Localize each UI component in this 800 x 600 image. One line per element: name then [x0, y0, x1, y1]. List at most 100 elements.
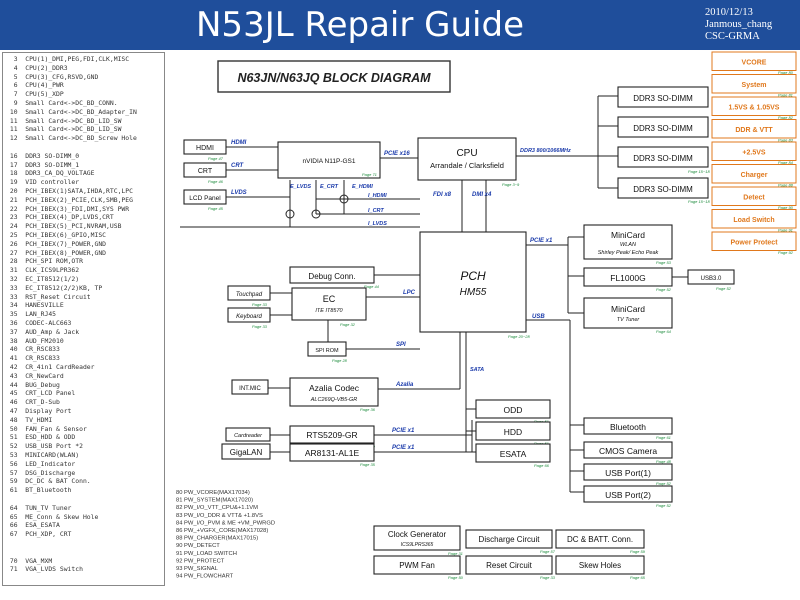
index-item[interactable]: 67 PCH_XDP, CRT	[6, 530, 72, 539]
power-list-item[interactable]: 82 PW_I/O_VTT_CPU&+1.1VM	[176, 505, 258, 511]
index-item[interactable]: 7 CPU(5)_XDP	[6, 90, 64, 99]
index-item[interactable]: 36 CODEC-ALC663	[6, 319, 72, 327]
index-item[interactable]: 22 PCH_IBEX(3)_FDI,DMI,SYS PWR	[6, 204, 130, 213]
power-list-item[interactable]: 90 PW_DETECT	[176, 543, 220, 549]
power-list-item[interactable]: 91 PW_LOAD SWITCH	[176, 551, 237, 557]
block-ddr-4[interactable]: DDR3 SO-DIMM	[617, 177, 709, 199]
block-ddr-1[interactable]: DDR3 SO-DIMM	[617, 86, 709, 108]
index-item[interactable]: 57 DSG_Discharge	[6, 468, 76, 477]
index-item[interactable]: 45 CRT_LCD Panel	[6, 389, 76, 398]
index-item[interactable]: 52 USB_USB Port *2	[6, 442, 83, 451]
index-item[interactable]: 66 ESA_ESATA	[6, 521, 60, 530]
power-list-item[interactable]: 94 PW_FLOWCHART	[176, 574, 234, 580]
index-item[interactable]: 44 BUG_Debug	[6, 380, 60, 389]
block-ec[interactable]: EC ITE IT8570	[291, 287, 367, 321]
button-discharge-circuit[interactable]: Discharge Circuit	[465, 529, 553, 549]
index-item[interactable]: 43 CR_NewCard	[6, 371, 64, 380]
index-item[interactable]: 56 LED_Indicator	[6, 459, 76, 468]
index-item[interactable]: 70 VGA_MXM	[6, 556, 53, 565]
block-hdmi[interactable]: HDMI	[183, 139, 227, 155]
block-crt[interactable]: CRT	[183, 162, 227, 178]
index-item[interactable]: 20 PCH_IBEX(1)SATA,IHDA,RTC,LPC	[6, 187, 133, 195]
index-item[interactable]: 64 TUN_TV Tuner	[6, 503, 72, 512]
index-item[interactable]: 65 ME_Conn & Skew Hole	[6, 512, 99, 521]
index-item[interactable]: 42 CR_4in1 CardReader	[6, 363, 95, 371]
block-gpu[interactable]: nVIDIA N11P-GS1	[277, 141, 381, 179]
block-esata[interactable]: ESATA	[475, 443, 551, 463]
power-list-item[interactable]: 84 PW_I/O_PVM & ME +VM_PWRGD	[176, 520, 275, 526]
block-touchpad[interactable]: Touchpad	[227, 285, 271, 301]
block-rts5209[interactable]: RTS5209-GR	[289, 425, 375, 444]
block-hdd[interactable]: HDD	[475, 421, 551, 441]
block-odd[interactable]: ODD	[475, 399, 551, 419]
index-item[interactable]: 33 EC_IT8512(2/2)KB, TP	[6, 283, 103, 292]
block-ddr-3[interactable]: DDR3 SO-DIMM	[617, 146, 709, 168]
button-reset-circuit[interactable]: Reset Circuit	[465, 555, 553, 575]
power-list-item[interactable]: 93 PW_SIGNAL	[176, 566, 219, 572]
index-item[interactable]: 18 DDR3_CA_DQ_VOLTAGE	[6, 169, 95, 178]
power-list-item[interactable]: 81 PW_SYSTEM(MAX17020)	[176, 498, 253, 504]
index-item[interactable]: 4 CPU(2)_DDR3	[6, 63, 68, 72]
index-item[interactable]: 26 PCH_IBEX(7)_POWER,GND	[6, 239, 107, 248]
index-item[interactable]: 46 CRT_D-Sub	[6, 398, 60, 407]
block-int-mic[interactable]: INT.MIC	[231, 379, 269, 395]
button-dc-batt-conn[interactable]: DC & BATT. Conn.	[555, 529, 645, 549]
index-item[interactable]: 61 BT_Bluetooth	[6, 486, 72, 495]
index-item[interactable]: 35 LAN_RJ45	[6, 310, 57, 319]
index-item[interactable]: 51 ESD_HDD & ODD	[6, 433, 76, 442]
index-item[interactable]: 38 AUD_FM2010	[6, 336, 64, 345]
index-item[interactable]: 12 Small Card<->DC_BD_Screw Hole	[6, 134, 137, 143]
index-item[interactable]: 28 PCH_SPI ROM,OTR	[6, 257, 83, 266]
block-pch[interactable]: PCH HM55	[419, 231, 527, 333]
block-debug-conn[interactable]: Debug Conn.	[289, 266, 375, 284]
block-lcd-panel[interactable]: LCD Panel	[183, 189, 227, 205]
index-item[interactable]: 71 VGA_LVDS Switch	[6, 565, 83, 574]
index-item[interactable]: 25 PCH_IBEX(6)_GPIO,MISC	[6, 231, 107, 239]
block-keyboard[interactable]: Keyboard	[227, 307, 271, 323]
block-cmos-camera[interactable]: CMOS Camera	[583, 441, 673, 459]
index-item[interactable]: 59 DC_DC & BAT Conn.	[6, 477, 91, 486]
index-item[interactable]: 23 PCH_IBEX(4)_DP,LVDS,CRT	[6, 213, 114, 222]
index-item[interactable]: 50 FAN_Fan & Sensor	[6, 424, 87, 433]
index-item[interactable]: 6 CPU(4)_PWR	[6, 81, 64, 90]
index-item[interactable]: 21 PCH_IBEX(2)_PCIE,CLK,SMB,PEG	[6, 195, 133, 204]
index-item[interactable]: 32 EC_IT8512(1/2)	[6, 275, 80, 283]
index-item[interactable]: 37 AUD_Amp & Jack	[6, 327, 80, 336]
block-cpu[interactable]: CPU Arrandale / Clarksfield	[417, 137, 517, 181]
block-azalia-codec[interactable]: Azalia Codec ALC269Q-VB5-GR	[289, 377, 379, 407]
button-clock-generator[interactable]: Clock Generator ICS9LPRS365	[373, 525, 461, 551]
index-item[interactable]: 10 Small Card<->DC_BD_Adapter_IN	[6, 107, 137, 116]
block-usb-port-1[interactable]: USB Port(1)	[583, 463, 673, 481]
button-skew-holes[interactable]: Skew Holes	[555, 555, 645, 575]
power-list-item[interactable]: 92 PW_PROTECT	[176, 558, 225, 564]
index-item[interactable]: 34 HANESVILLE	[6, 301, 64, 310]
block-ddr-2[interactable]: DDR3 SO-DIMM	[617, 116, 709, 138]
power-list-item[interactable]: 86 PW_+VGFX_CORE(MAX17028)	[176, 528, 268, 534]
block-cardreader[interactable]: Cardreader	[225, 427, 271, 442]
index-item[interactable]: 19 VID controller	[6, 178, 80, 187]
index-item[interactable]: 27 PCH_IBEX(8)_POWER,GND	[6, 248, 107, 257]
index-item[interactable]: 24 PCH_IBEX(5)_PCI,NVRAM,USB	[6, 222, 122, 231]
index-item[interactable]: 5 CPU(3)_CFG,RSVD,GND	[6, 72, 99, 81]
button-pwm-fan[interactable]: PWM Fan	[373, 555, 461, 575]
index-item[interactable]: 48 TV_HDMI	[6, 415, 53, 424]
block-minicard-wlan[interactable]: MiniCard WLAN Shirley Peak/ Echo Peak	[583, 224, 673, 260]
block-usb-port-2[interactable]: USB Port(2)	[583, 485, 673, 503]
power-list-item[interactable]: 80 PW_VCORE(MAX17034)	[176, 490, 250, 496]
power-list-item[interactable]: 83 PW_I/O_DDR & VTT& +1.8VS	[176, 513, 263, 519]
power-list-item[interactable]: 88 PW_CHARGER(MAX17015)	[176, 536, 258, 542]
index-item[interactable]: 41 CR_RSC833	[6, 354, 60, 363]
block-ar8131[interactable]: AR8131-AL1E	[289, 443, 375, 462]
block-minicard-tv[interactable]: MiniCard TV Tuner	[583, 297, 673, 329]
index-item[interactable]: 33 RST_Reset Circuit	[6, 292, 91, 301]
block-fl1000g[interactable]: FL1000G	[583, 267, 673, 287]
